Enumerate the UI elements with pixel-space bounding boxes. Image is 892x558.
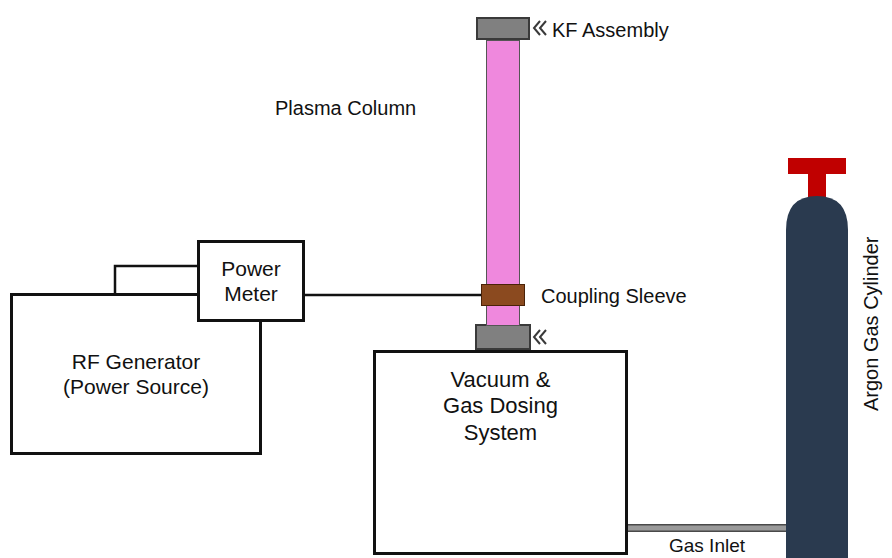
pipe-label: Gas Inlet bbox=[666, 536, 748, 556]
part-label: Coupling Sleeve bbox=[541, 285, 687, 307]
valve-handle bbox=[788, 158, 846, 174]
gas-cylinder: Argon Gas Cylinder bbox=[786, 158, 848, 558]
gas-pipe bbox=[628, 528, 786, 529]
part-label: Plasma Column bbox=[275, 97, 416, 119]
pipe-outline bbox=[628, 524, 786, 532]
vacuum-box: Vacuum & Gas Dosing System bbox=[373, 350, 628, 555]
cable-line bbox=[305, 294, 481, 297]
kf-flange bbox=[476, 325, 530, 349]
pipe-fill bbox=[628, 526, 786, 531]
box-label: Vacuum & Gas Dosing System bbox=[437, 367, 565, 446]
cylinder-shape bbox=[786, 158, 848, 558]
cylinder-body bbox=[786, 196, 848, 558]
cable bbox=[305, 295, 481, 296]
cable-line bbox=[115, 266, 197, 293]
part-label: KF Assembly bbox=[552, 19, 669, 41]
kf-flange: KF Assembly bbox=[476, 17, 530, 40]
box-label: RF Generator (Power Source) bbox=[54, 349, 219, 399]
valve-stem bbox=[808, 174, 826, 198]
box-label: Power Meter bbox=[209, 256, 293, 306]
meter-box: Power Meter bbox=[197, 240, 305, 322]
coupling-sleeve: Coupling Sleeve bbox=[481, 284, 525, 306]
part-label: Argon Gas Cylinder bbox=[860, 236, 882, 411]
cable bbox=[115, 266, 197, 293]
